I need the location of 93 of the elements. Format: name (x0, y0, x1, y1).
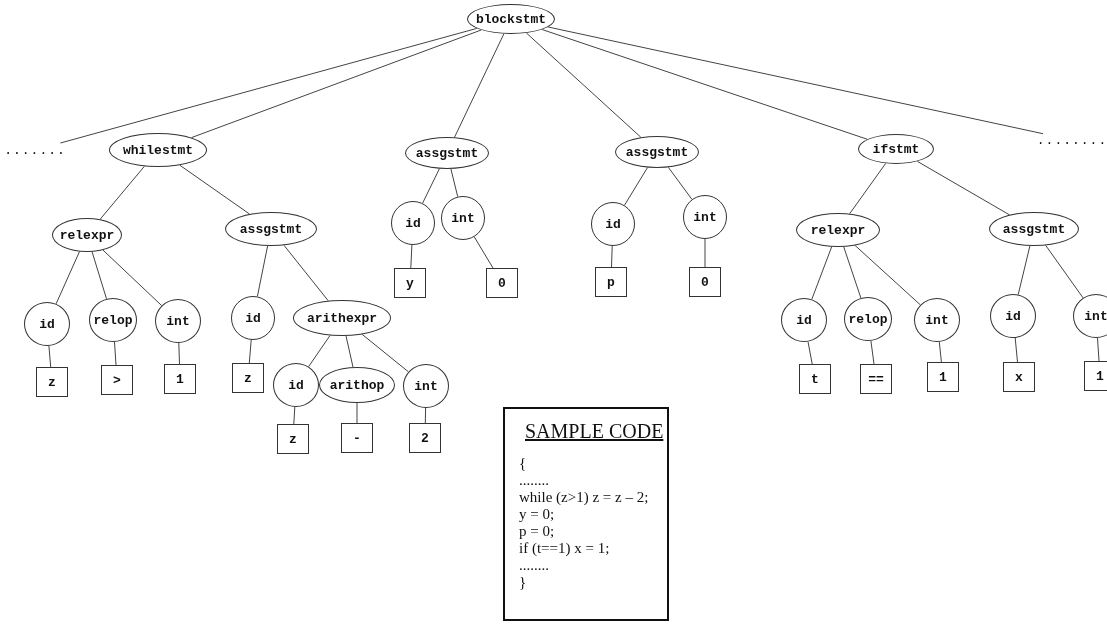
code-line: ........ (518, 472, 550, 489)
leaf-token: z (36, 367, 68, 397)
tree-edge (1045, 244, 1084, 299)
tree-node: blockstmt (467, 4, 555, 34)
tree-edge (916, 160, 1010, 216)
tree-node: id (273, 363, 319, 407)
tree-node: id (781, 298, 827, 342)
leaf-token: 1 (927, 362, 959, 392)
tree-node: assgstmt (615, 136, 699, 168)
tree-node: int (155, 299, 201, 343)
tree-node: int (441, 196, 485, 240)
leaf-token: 0 (689, 267, 721, 297)
tree-node: int (914, 298, 960, 342)
tree-edge (59, 27, 478, 144)
tree-edge (450, 168, 459, 198)
tree-edge (48, 345, 52, 368)
tree-edge (870, 340, 875, 365)
tree-edge (541, 29, 868, 140)
tree-edge (256, 245, 269, 297)
tree-node: ifstmt (858, 134, 934, 164)
tree-node: assgstmt (989, 212, 1079, 246)
tree-edge (308, 335, 331, 368)
tree-edge (248, 339, 252, 364)
code-line: p = 0; (518, 523, 556, 540)
tree-node: id (591, 202, 635, 246)
tree-edge (1014, 337, 1018, 363)
tree-edge (55, 251, 80, 305)
code-line: ........ (518, 557, 550, 574)
tree-edge (91, 251, 107, 300)
ellipsis-text: ....... (3, 143, 67, 157)
tree-node: id (391, 201, 435, 245)
leaf-token: p (595, 267, 627, 297)
code-line: if (t==1) x = 1; (518, 540, 611, 557)
tree-edge (356, 402, 358, 424)
tree-node: arithop (319, 367, 395, 403)
tree-edge (410, 244, 413, 269)
tree-edge (114, 341, 117, 366)
tree-node: relop (844, 297, 892, 341)
leaf-token: 1 (1084, 361, 1107, 391)
tree-node: id (231, 296, 275, 340)
tree-edge (938, 341, 942, 363)
leaf-token: t (799, 364, 831, 394)
tree-edge (178, 342, 180, 365)
tree-edge (704, 238, 706, 268)
tree-node: assgstmt (405, 137, 489, 169)
tree-edge (547, 26, 1044, 135)
code-heading: SAMPLE CODE (525, 419, 664, 444)
tree-edge (293, 406, 296, 425)
leaf-token: z (232, 363, 264, 393)
leaf-token: 0 (486, 268, 518, 298)
leaf-token: - (341, 423, 373, 453)
tree-edge (191, 29, 482, 139)
tree-edge (283, 244, 329, 302)
tree-edge (454, 33, 505, 138)
tree-edge (1097, 337, 1100, 362)
tree-edge (1017, 245, 1031, 296)
tree-edge (843, 246, 862, 299)
tree-node: whilestmt (109, 133, 207, 167)
tree-node: relexpr (52, 218, 122, 252)
tree-node: id (990, 294, 1036, 338)
tree-node: relexpr (796, 213, 880, 247)
tree-edge (624, 167, 648, 206)
tree-edge (99, 165, 145, 220)
tree-edge (525, 32, 642, 138)
leaf-token: y (394, 268, 426, 298)
tree-edge (473, 236, 494, 269)
tree-node: int (683, 195, 727, 239)
tree-node: assgstmt (225, 212, 317, 246)
leaf-token: == (860, 364, 892, 394)
tree-node: relop (89, 298, 137, 342)
tree-edge (424, 407, 427, 424)
leaf-token: z (277, 424, 309, 454)
leaf-token: > (101, 365, 133, 395)
code-line: } (518, 574, 528, 591)
tree-edge (422, 168, 440, 204)
tree-node: int (403, 364, 449, 408)
tree-edge (854, 245, 921, 306)
code-line: { (518, 455, 528, 472)
tree-edge (345, 335, 354, 368)
tree-edge (611, 245, 613, 268)
tree-edge (807, 341, 813, 365)
tree-edge (811, 246, 833, 300)
code-panel (503, 407, 669, 621)
tree-edge (667, 166, 693, 200)
tree-node: id (24, 302, 70, 346)
code-line: y = 0; (518, 506, 556, 523)
tree-edge (849, 162, 887, 215)
leaf-token: x (1003, 362, 1035, 392)
tree-node: int (1073, 294, 1107, 338)
leaf-token: 2 (409, 423, 441, 453)
code-line: while (z>1) z = z – 2; (518, 489, 650, 506)
tree-node: arithexpr (293, 300, 391, 336)
leaf-token: 1 (164, 364, 196, 394)
